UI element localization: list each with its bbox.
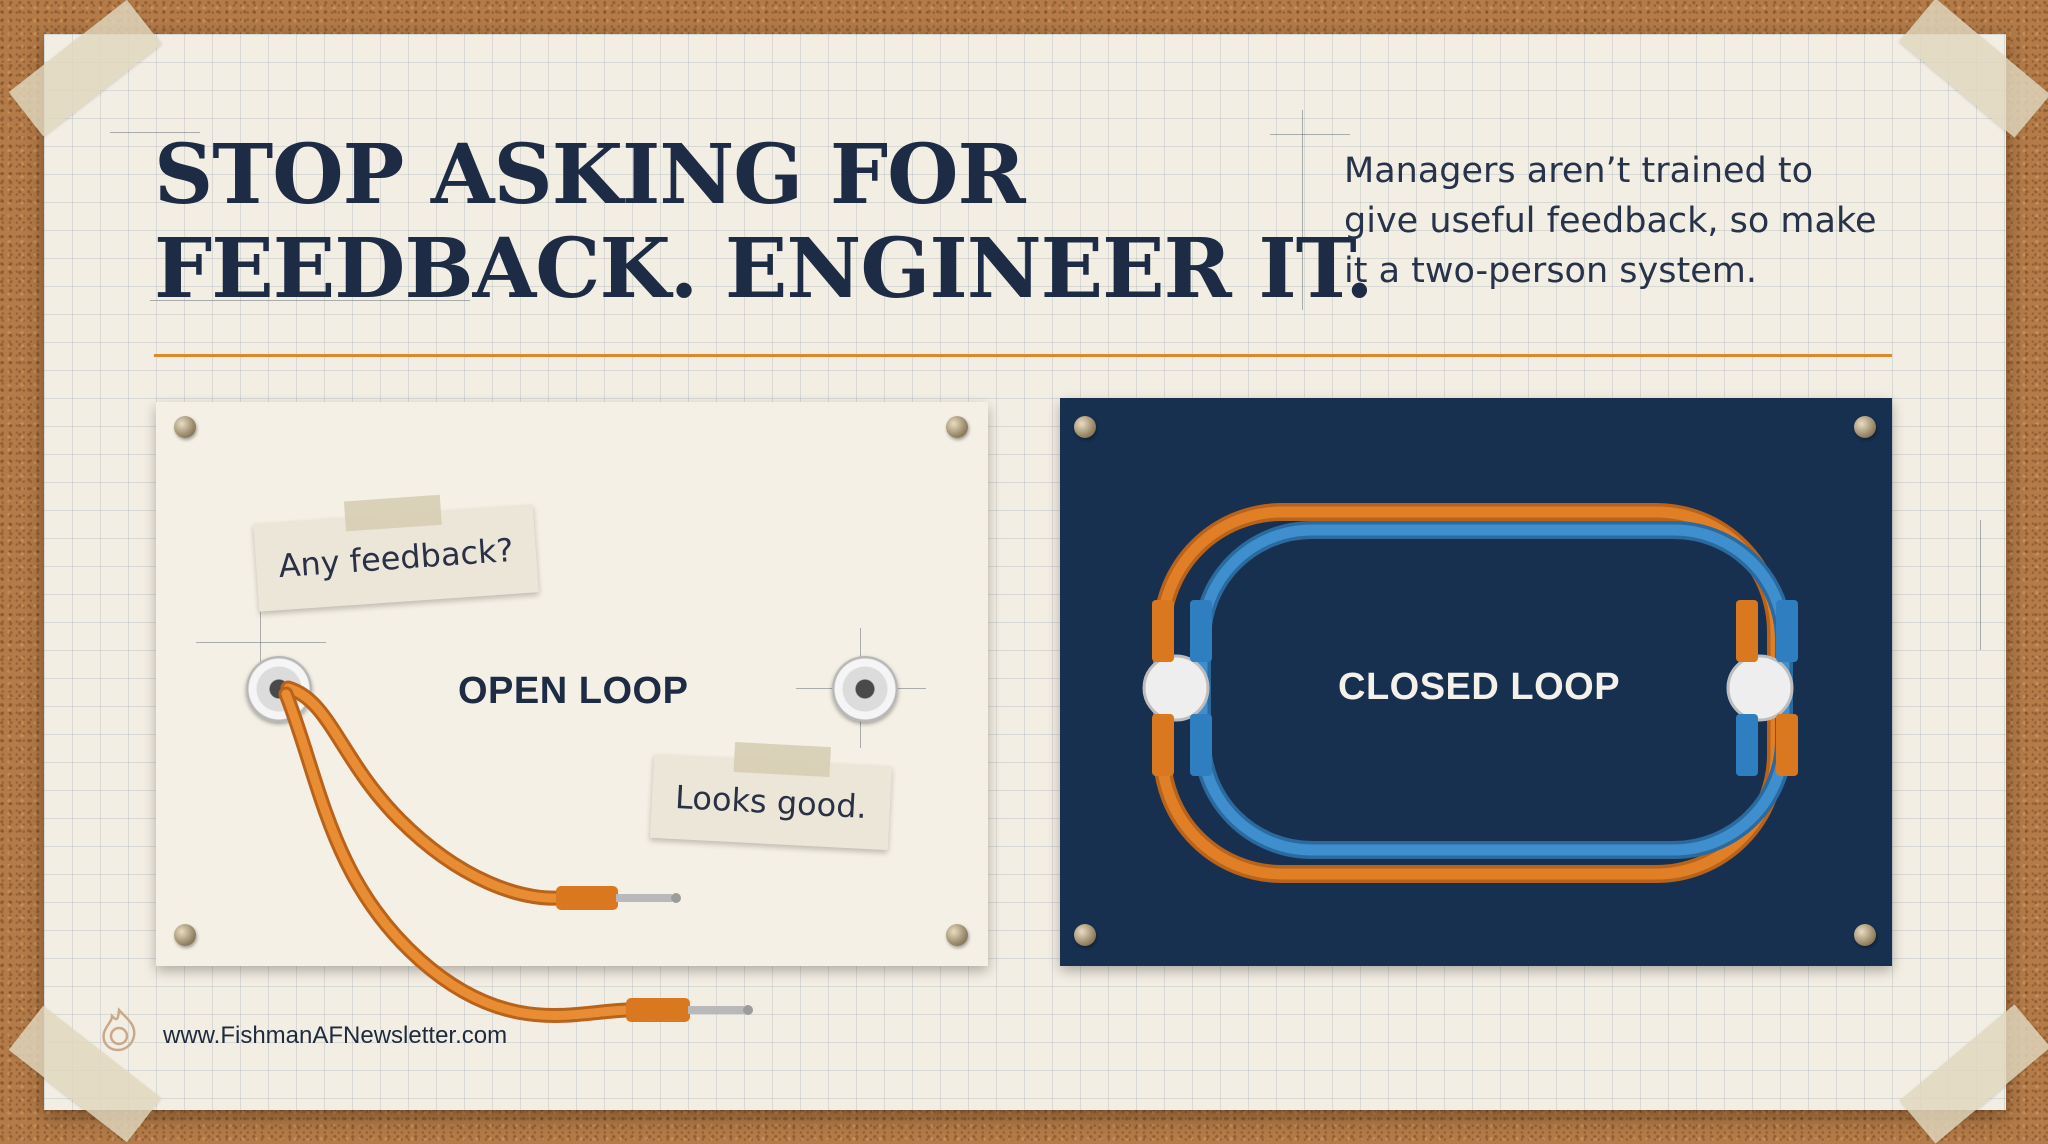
jack-plug-lower (626, 998, 690, 1022)
closed-loop-label: CLOSED LOOP (1338, 666, 1621, 708)
sketch-line (150, 300, 470, 301)
subheadline: Managers aren’t trained to give useful f… (1344, 146, 1944, 296)
open-loop-label: OPEN LOOP (458, 670, 689, 712)
pin-icon (174, 416, 196, 438)
jack-tip-upper (616, 894, 672, 902)
pin-icon (174, 924, 196, 946)
pin-icon (1074, 416, 1096, 438)
headline-line-2: FEEDBACK. ENGINEER IT. (154, 221, 1374, 317)
orange-cable-lower-highlight (281, 689, 635, 1021)
jack-tip-end-upper (671, 893, 681, 903)
jack-tip-end-lower (743, 1005, 753, 1015)
jack-plug-upper (556, 886, 618, 910)
subheadline-line-2: give useful feedback, so make (1344, 201, 1877, 241)
blue-plug-right (1776, 600, 1798, 662)
orange-plug-left-2 (1152, 714, 1174, 776)
subheadline-line-3: it a two-person system. (1344, 251, 1757, 291)
pin-icon (1854, 924, 1876, 946)
footer-url-link[interactable]: www.FishmanAFNewsletter.com (163, 1022, 508, 1049)
orange-plug-right-2 (1776, 714, 1798, 776)
pin-icon (946, 416, 968, 438)
jack-tip-lower (688, 1006, 744, 1014)
sketch-line (1302, 110, 1303, 310)
headline: STOP ASKING FOR FEEDBACK. ENGINEER IT. (154, 127, 1374, 317)
pin-icon (1074, 924, 1096, 946)
orange-plug-left (1152, 600, 1174, 662)
blue-plug-left-2 (1190, 714, 1212, 776)
subheadline-line-1: Managers aren’t trained to (1344, 151, 1814, 191)
blue-loop-cable (1193, 521, 1793, 859)
orange-loop-cable-highlight (1156, 506, 1782, 880)
sketch-line (110, 132, 200, 133)
sketch-line (1270, 134, 1350, 135)
orange-loop-cable (1153, 503, 1785, 883)
pin-icon (946, 924, 968, 946)
orange-cable-upper-highlight (283, 683, 565, 903)
grommet-icon (832, 656, 898, 722)
pin-icon (1854, 416, 1876, 438)
crosshair-mark (196, 642, 326, 643)
divider-rule (154, 354, 1892, 357)
connector-hub-right (1726, 654, 1794, 722)
blue-plug-right-2 (1736, 714, 1758, 776)
sketch-line (1980, 520, 1981, 650)
crosshair-mark (260, 592, 261, 692)
flame-logo-icon (102, 1006, 136, 1052)
orange-plug-right (1736, 600, 1758, 662)
blue-loop-cable-highlight (1196, 524, 1790, 856)
blue-plug-left (1190, 600, 1212, 662)
headline-line-1: STOP ASKING FOR (154, 127, 1026, 223)
connector-hub-left (1142, 654, 1210, 722)
